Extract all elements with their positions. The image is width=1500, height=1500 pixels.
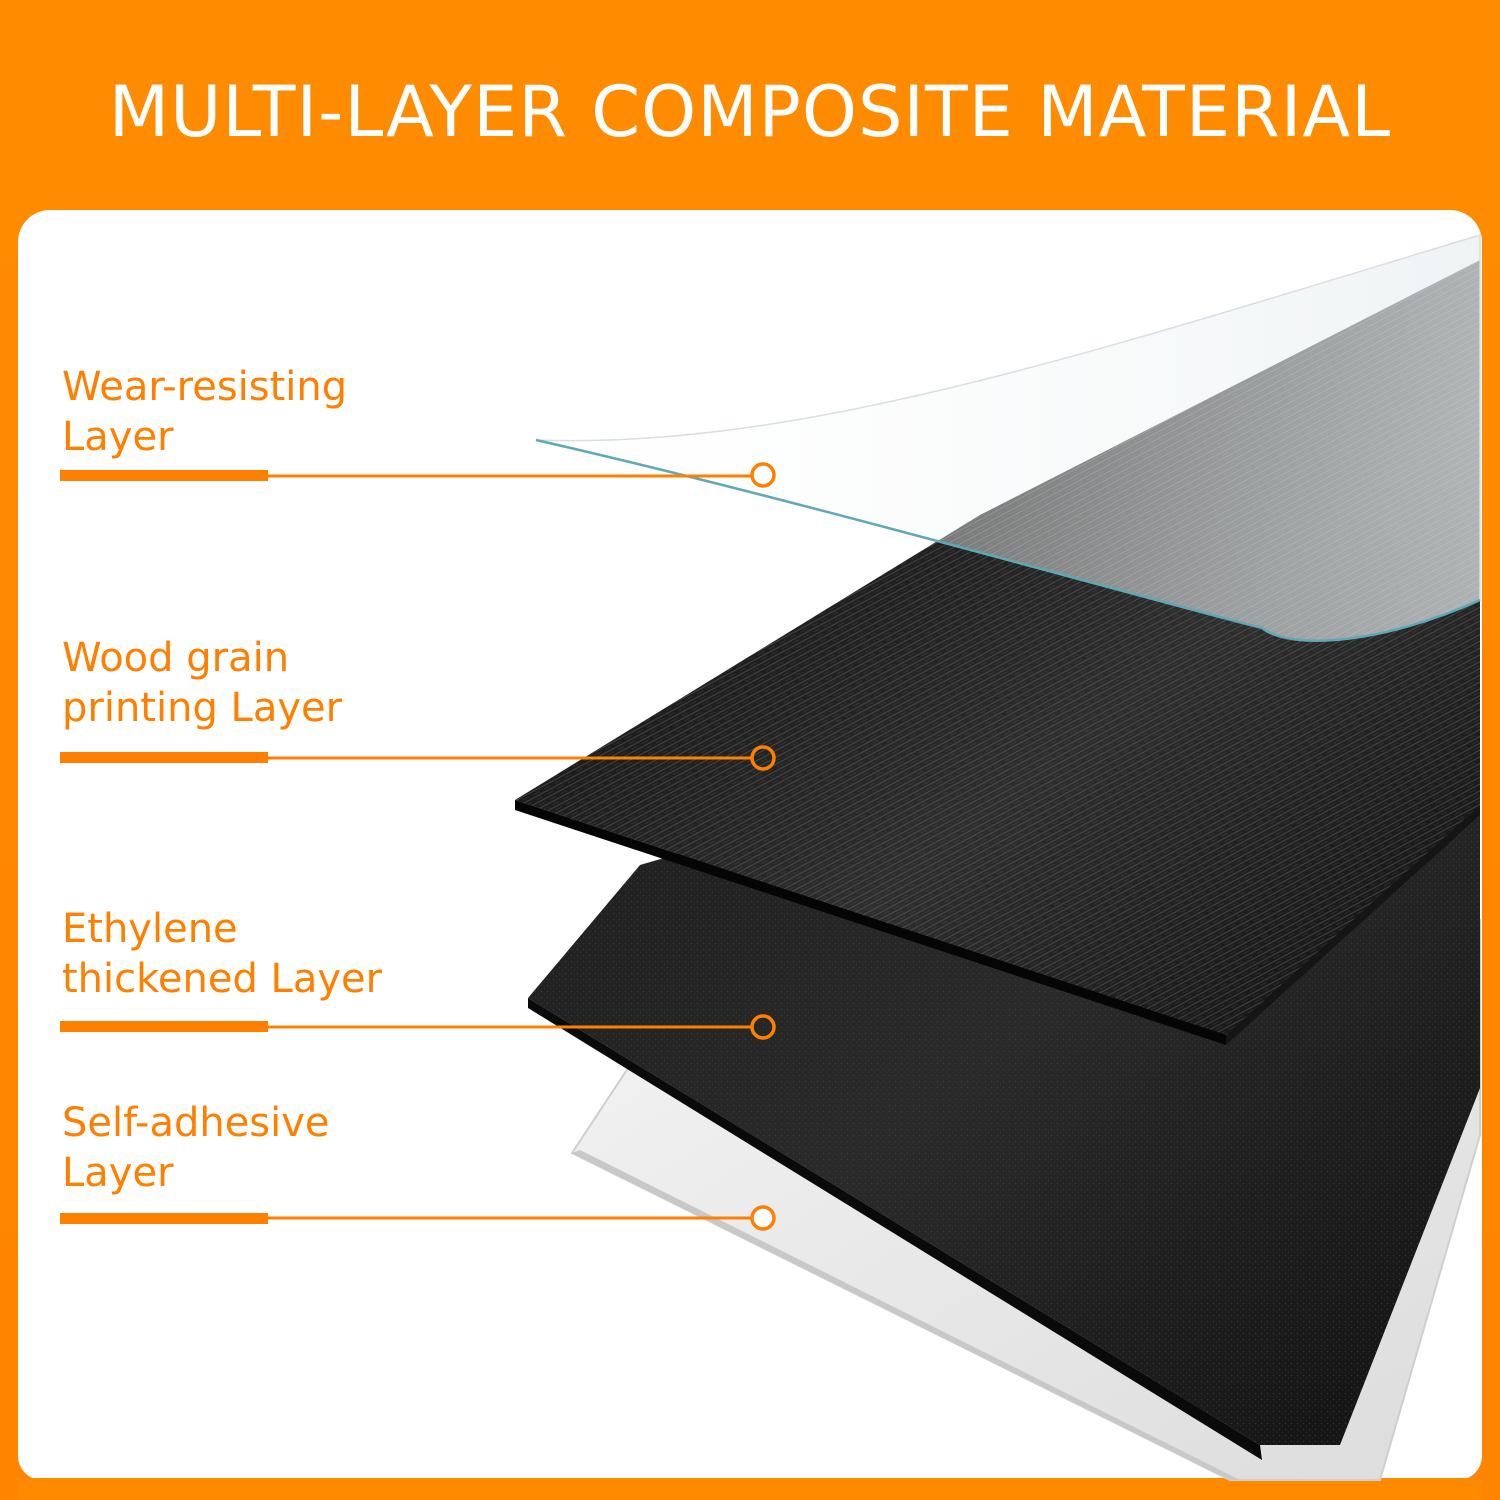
wood-grain-layer-label: Wood grain printing Layer: [62, 635, 343, 731]
self-adhesive-layer-label: Self-adhesive Layer: [62, 1100, 330, 1196]
leader-line-3: [60, 1014, 776, 1040]
leader-line-2: [60, 745, 776, 771]
ethylene-layer-label: Ethylene thickened Layer: [62, 906, 383, 1002]
bottom-accent-bar: [18, 1478, 1482, 1500]
wear-resisting-layer-graphic: [535, 233, 1481, 642]
leader-line-1: [60, 462, 776, 488]
wear-resisting-layer-label: Wear-resisting Layer: [62, 364, 348, 460]
leader-line-4: [60, 1205, 776, 1231]
page-title: MULTI-LAYER COMPOSITE MATERIAL: [108, 71, 1392, 153]
